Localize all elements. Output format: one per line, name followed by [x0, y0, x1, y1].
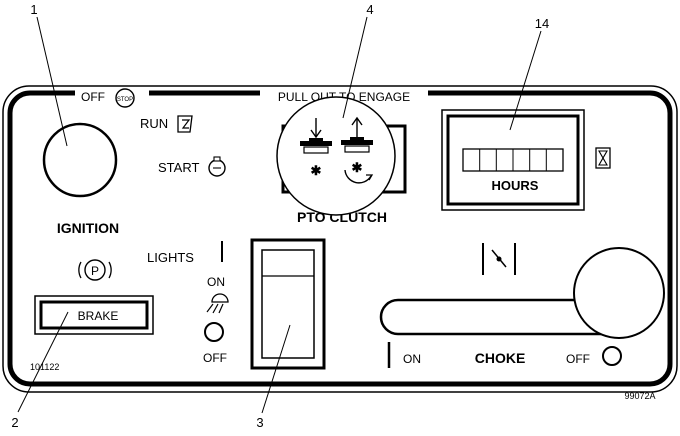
lights-label: LIGHTS: [147, 250, 194, 265]
lights-off-label: OFF: [203, 351, 227, 365]
choke-off-circle: [602, 346, 622, 366]
pto-clutch-group: PULL OUT TO ENGAGE PTO CLUTCH ✱ ✱: [260, 90, 428, 225]
pto-magnifier-circle: [276, 96, 396, 216]
callout-4-number: 4: [366, 2, 373, 17]
callout-14-number: 14: [535, 16, 549, 31]
headlight-icon: [206, 293, 229, 314]
stop-icon: STOP: [115, 88, 135, 108]
choke-slot: [379, 298, 602, 336]
callout-3-number: 3: [256, 415, 263, 430]
callout-4: 4: [342, 2, 374, 119]
callout-14: 14: [509, 16, 549, 131]
callout-3-leader: [261, 324, 291, 414]
parking-brake-letter: P: [91, 264, 99, 278]
brake-group: P BRAKE: [34, 259, 154, 335]
figure-code: 99072A: [624, 391, 655, 401]
callout-2-leader: [17, 311, 69, 413]
choke-off-label: OFF: [566, 352, 590, 366]
callout-1-leader: [36, 16, 68, 147]
callout-1-number: 1: [30, 2, 37, 17]
parking-brake-icon: P: [78, 259, 112, 281]
ignition-knob[interactable]: [42, 122, 118, 198]
lights-group: LIGHTS ON OFF: [147, 238, 326, 370]
callout-2-number: 2: [11, 415, 18, 430]
lights-off-circle: [204, 322, 224, 342]
start-icon: [208, 156, 226, 177]
pto-engaged-icon: ✱: [341, 116, 374, 184]
frame-gap-pto: [260, 90, 428, 103]
svg-text:✱: ✱: [311, 163, 322, 178]
ignition-off-label: OFF: [81, 90, 105, 104]
run-icon: [177, 115, 193, 133]
callout-1: 1: [30, 2, 68, 147]
choke-on-label: ON: [403, 352, 421, 366]
hour-meter-digits: [462, 148, 564, 172]
callout-4-leader: [342, 16, 368, 119]
hourglass-icon: [595, 147, 611, 169]
ignition-run-label: RUN: [140, 116, 168, 131]
ignition-start-label: START: [158, 160, 199, 175]
choke-knob[interactable]: [573, 247, 665, 339]
callout-14-leader: [509, 30, 542, 131]
pto-disengaged-icon: ✱: [300, 118, 332, 178]
brake-label: BRAKE: [78, 309, 119, 323]
hours-label: HOURS: [492, 178, 539, 193]
ignition-label: IGNITION: [57, 220, 119, 236]
lights-switch-rocker[interactable]: [261, 249, 315, 359]
brake-lever[interactable]: [39, 300, 149, 330]
choke-group: ON CHOKE OFF: [379, 243, 665, 368]
choke-icon: [482, 243, 516, 275]
hour-meter-group: HOURS: [441, 109, 611, 211]
callout-3: 3: [256, 324, 291, 430]
panel-outer-frame: [2, 85, 678, 393]
svg-text:✱: ✱: [352, 160, 363, 175]
stop-icon-text: STOP: [117, 97, 133, 103]
ignition-switch-group: OFF STOP RUN START IGNITION: [42, 88, 226, 236]
lights-on-label: ON: [207, 275, 225, 289]
callout-2: 2: [11, 311, 69, 430]
part-code: 101122: [30, 362, 59, 372]
choke-label: CHOKE: [475, 350, 526, 366]
